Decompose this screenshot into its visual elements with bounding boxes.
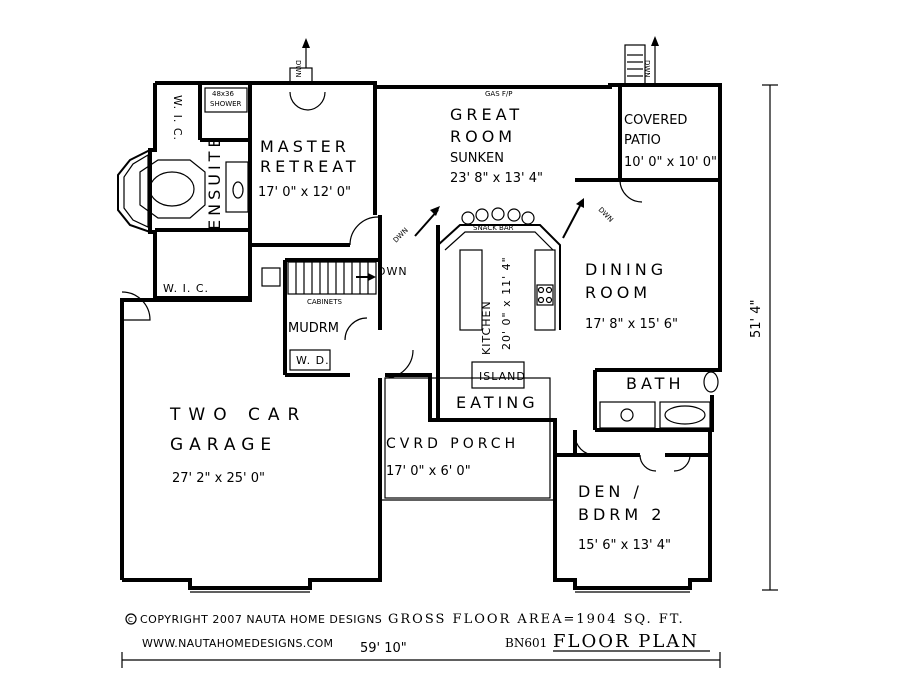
garage-title-2: GARAGE	[170, 435, 277, 455]
stair-main	[287, 261, 377, 295]
dwn-hall: DWN	[392, 226, 410, 244]
shower-label: SHOWER	[210, 100, 242, 108]
copyright-glyph-c: C	[128, 616, 133, 624]
bath-fixtures	[599, 371, 719, 429]
dining-title: DINING	[585, 260, 667, 279]
dwn-main: DWN	[377, 265, 408, 278]
master-title-2: RETREAT	[260, 157, 360, 176]
gross-area-text: GROSS FLOOR AREA=1904 SQ. FT.	[388, 612, 685, 627]
cabinets-label: CABINETS	[307, 298, 342, 306]
den-dim: 15' 6" x 13' 4"	[578, 538, 671, 553]
dwn-top-right: DWN	[643, 60, 651, 78]
plan-code: BN601	[505, 636, 547, 650]
wic-top-label: W. I. C.	[171, 95, 184, 141]
interior-walls	[155, 83, 720, 457]
great-room-title-2: ROOM	[450, 127, 516, 146]
plan-title: FLOOR PLAN	[553, 631, 699, 652]
great-room-dim: 23' 8" x 13' 4"	[450, 171, 543, 186]
snack-bar-label: SNACK BAR	[473, 224, 514, 232]
eating-label: EATING	[456, 393, 539, 412]
ensuite-bay-window	[117, 148, 206, 234]
kitchen-label: KITCHEN	[480, 300, 493, 355]
copyright-text: COPYRIGHT 2007 NAUTA HOME DESIGNS	[140, 613, 382, 626]
stair-top-right	[624, 36, 659, 86]
patio-title: COVERED	[624, 113, 687, 128]
kitchen-dim: 20' 0" x 11' 4"	[500, 256, 513, 350]
patio-dim: 10' 0" x 10' 0"	[624, 155, 717, 170]
porch-label: CVRD PORCH	[386, 436, 519, 452]
den-title: DEN /	[578, 482, 643, 501]
dwn-dining: DWN	[597, 206, 615, 224]
mudroom-label: MUDRM	[288, 321, 339, 336]
stair-top-left	[289, 38, 313, 84]
ensuite-fixtures	[204, 87, 331, 371]
master-dim: 17' 0" x 12' 0"	[258, 185, 351, 200]
great-room-sunken: SUNKEN	[450, 151, 504, 166]
dining-dim: 17' 8" x 15' 6"	[585, 317, 678, 332]
gas-fireplace-label: GAS F/P	[485, 90, 513, 98]
bath-label: BATH	[626, 374, 684, 393]
copyright-icon	[125, 613, 137, 625]
shower-size: 48x36	[212, 90, 235, 98]
overall-depth: 51' 4"	[749, 300, 764, 339]
patio-title-2: PATIO	[624, 133, 661, 148]
garage-title: TWO CAR	[169, 405, 307, 425]
ensuite-label: ENSUITE	[205, 133, 224, 230]
kitchen-counter	[437, 207, 561, 389]
great-room-title: GREAT	[450, 105, 523, 124]
island-label: ISLAND	[479, 370, 526, 383]
dwn-top-left: DWN	[294, 60, 302, 78]
website-link[interactable]: WWW.NAUTAHOMEDESIGNS.COM	[142, 637, 333, 650]
garage-dim: 27' 2" x 25' 0"	[172, 471, 265, 486]
dining-title-2: ROOM	[585, 283, 651, 302]
doors	[121, 91, 691, 472]
den-title-2: BDRM 2	[578, 505, 665, 524]
overall-width: 59' 10"	[360, 641, 407, 656]
covered-porch-outline	[380, 377, 555, 501]
master-title: MASTER	[260, 137, 350, 156]
porch-dim: 17' 0" x 6' 0"	[386, 464, 471, 479]
direction-arrows	[356, 198, 584, 281]
overall-dimension-lines	[121, 84, 778, 668]
wic-bottom-label: W. I. C.	[163, 282, 209, 295]
washer-dryer-label: W. D.	[296, 354, 330, 367]
